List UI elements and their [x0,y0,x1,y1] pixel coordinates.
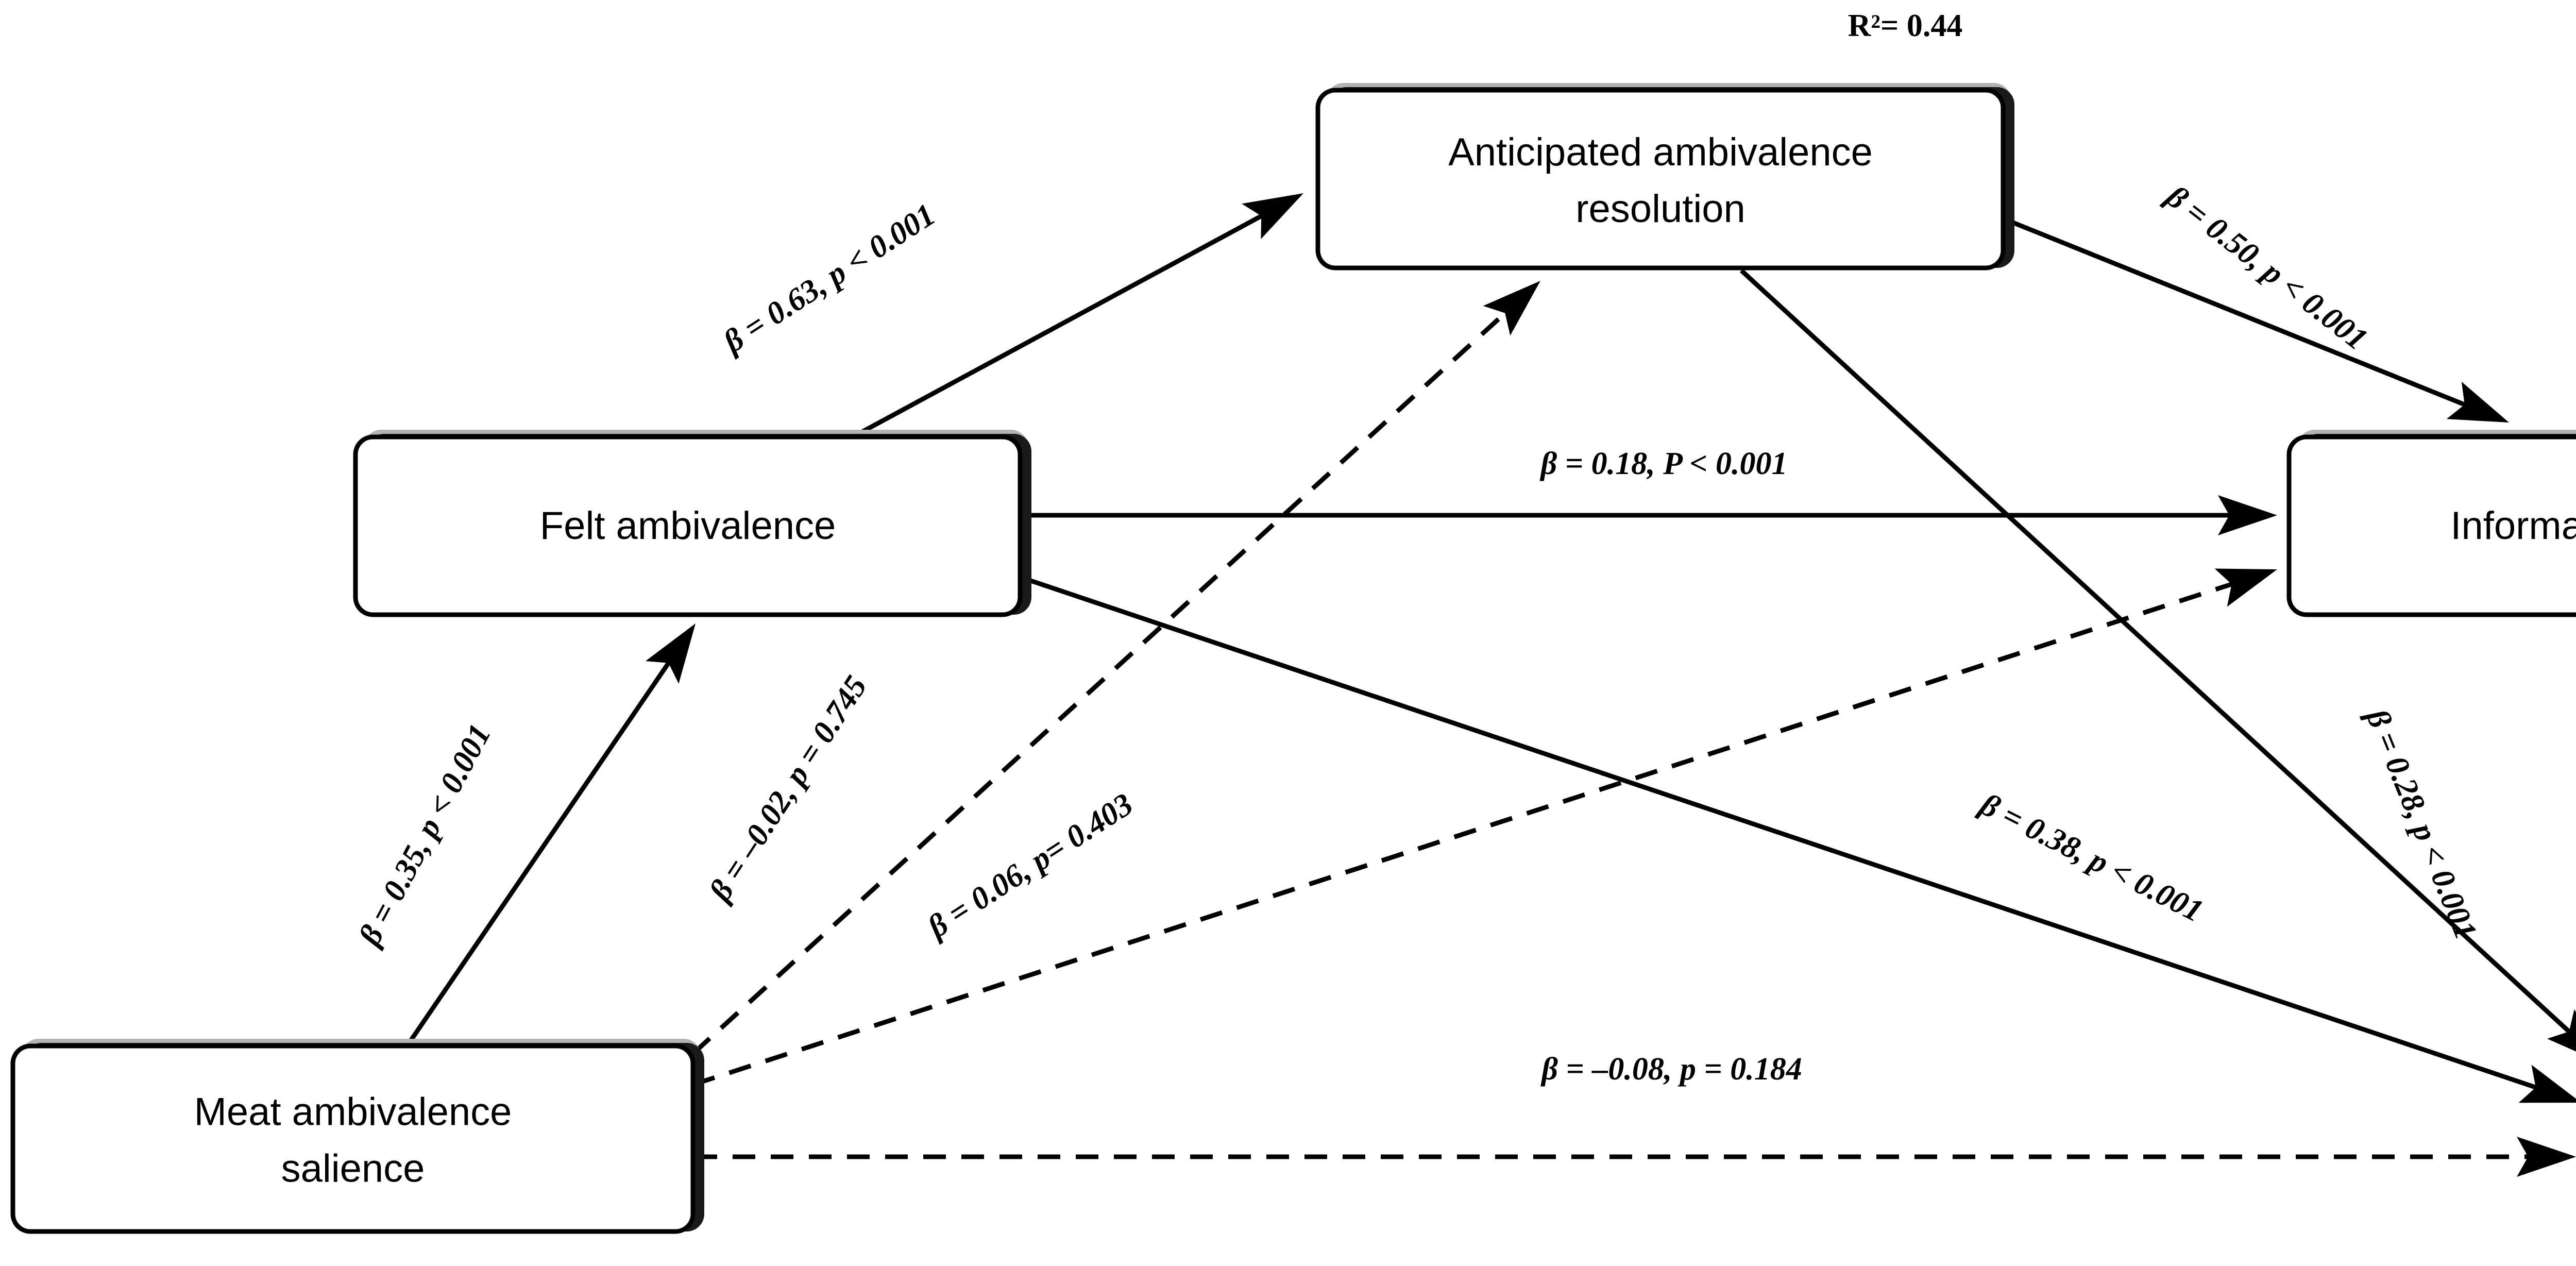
edge-label-anticipated-to-intention: β = 0.28, p < 0.001 [2359,703,2484,944]
edge-line [1739,268,2574,1036]
node-meat-ambivalence-salience[interactable]: Meat ambivalence salience [10,1039,704,1234]
edge-line [1019,575,2540,1091]
path-arrow-anticipated-to-information [2003,216,2509,423]
edge-label-meat-to-felt: β = 0.35, p < 0.001 [352,719,498,952]
edge-label-felt-to-intention: β = 0.38, p < 0.001 [1974,786,2208,929]
edge-line [405,658,673,1048]
node-box[interactable] [1315,88,2006,271]
node-box[interactable] [2286,434,2576,617]
arrow-head-icon [2218,495,2277,535]
arrow-head-icon [2518,1065,2576,1103]
edge-line [2003,216,2469,409]
edge-label-meat-to-information: β = 0.06, p= 0.403 [921,787,1139,946]
path-arrow-felt-to-anticipated [851,193,1303,439]
path-arrow-meat-to-intention [694,1137,2576,1177]
r-squared-label-anticipated-ambivalence-resolution: R²= 0.44 [1848,8,1963,43]
arrow-head-icon [2517,1137,2576,1177]
node-label-line1: Meat ambivalence [194,1090,512,1134]
node-label-line1: Felt ambivalence [540,504,836,548]
node-information-seeking[interactable]: Information seeking [2286,430,2576,617]
edge-label-meat-to-anticipated: β = –0.02, p = 0.745 [702,670,874,908]
edge-label-meat-to-intention: β = –0.08, p = 0.184 [1540,1052,1802,1087]
edge-line [691,308,1510,1056]
arrow-head-icon [2547,1009,2576,1052]
path-arrow-felt-to-intention [1019,575,2576,1103]
edge-label-felt-to-information: β = 0.18, P < 0.001 [1540,446,1788,481]
node-label-line2: resolution [1575,187,1745,231]
node-label-line2: salience [281,1147,425,1191]
arrow-head-icon [2214,568,2277,607]
path-arrow-anticipated-to-intention [1739,268,2576,1052]
r2-labels-layer: R²= 0.44R²= 0.41R²= 0.63 [1848,8,1963,43]
node-felt-ambivalence[interactable]: Felt ambivalence [353,430,1031,617]
edge-line [692,581,2236,1087]
edge-label-felt-to-anticipated: β = 0.63, p < 0.001 [717,197,942,360]
arrow-head-icon [645,623,696,684]
edges-layer [405,193,2576,1177]
path-arrow-meat-to-information [692,568,2277,1087]
arrow-head-icon [2446,381,2509,423]
node-label-line1: Information seeking [2450,504,2576,548]
node-box[interactable] [10,1043,696,1234]
edge-line [851,212,1266,439]
edge-label-anticipated-to-information: β = 0.50, p < 0.001 [2159,178,2374,357]
arrow-head-icon [1483,281,1540,336]
path-arrow-meat-to-felt [405,623,696,1048]
node-label-line1: Anticipated ambivalence [1448,130,1873,174]
arrow-head-icon [1242,193,1303,239]
node-box[interactable] [353,434,1023,617]
path-arrow-felt-to-information [1020,495,2277,535]
path-arrow-meat-to-anticipated [691,281,1540,1056]
node-anticipated-ambivalence-resolution[interactable]: Anticipated ambivalence resolution [1315,83,2014,271]
